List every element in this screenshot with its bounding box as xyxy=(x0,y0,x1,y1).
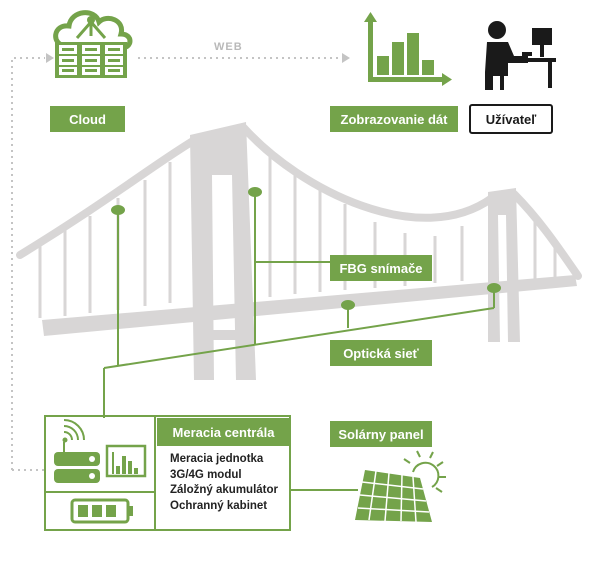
sun-icon xyxy=(403,450,446,493)
optical-fiber-network xyxy=(103,192,495,491)
bar-chart-icon xyxy=(364,12,452,86)
tower-crossbeam xyxy=(198,330,252,340)
solar-panel-icon xyxy=(355,470,432,523)
cloud-server-icon xyxy=(53,10,133,78)
wifi-router-icon xyxy=(63,419,85,441)
bridge-hangers xyxy=(38,150,557,318)
cloud-label: Cloud xyxy=(50,106,125,132)
fbg-sensors-label: FBG snímače xyxy=(330,255,432,281)
web-link-label: WEB xyxy=(214,41,243,53)
main-cable-left xyxy=(16,134,202,259)
user-label: Užívateľ xyxy=(469,104,553,134)
station-to-cloud-link xyxy=(11,57,45,470)
fbg-sensor-points xyxy=(111,187,501,310)
optical-network-label: Optická sieť xyxy=(330,340,432,366)
station-component: Záložný akumulátor xyxy=(170,484,278,496)
monitor-chart-icon xyxy=(105,444,147,478)
rear-tower xyxy=(488,188,520,342)
web-arrowhead xyxy=(342,53,350,63)
cloud-arrowhead xyxy=(46,53,54,63)
station-frame xyxy=(44,415,291,531)
battery-icon xyxy=(70,498,133,524)
station-components-list: Meracia jednotka 3G/4G modul Záložný aku… xyxy=(170,452,278,514)
main-cable-span xyxy=(240,124,496,222)
station-title: Meracia centrála xyxy=(157,418,290,446)
data-display-label: Zobrazovanie dát xyxy=(330,106,458,132)
main-cable-right xyxy=(510,190,582,280)
dotted-connectors xyxy=(11,57,340,471)
solar-panel-label: Solárny panel xyxy=(330,421,432,447)
bridge-deck xyxy=(42,275,577,336)
main-tower xyxy=(190,122,256,380)
station-component: Ochranný kabinet xyxy=(170,499,268,512)
station-component: 3G/4G modul xyxy=(170,468,242,481)
suspension-bridge xyxy=(42,122,577,380)
station-component: Meracia jednotka xyxy=(170,453,264,465)
user-at-computer-icon xyxy=(485,21,556,90)
